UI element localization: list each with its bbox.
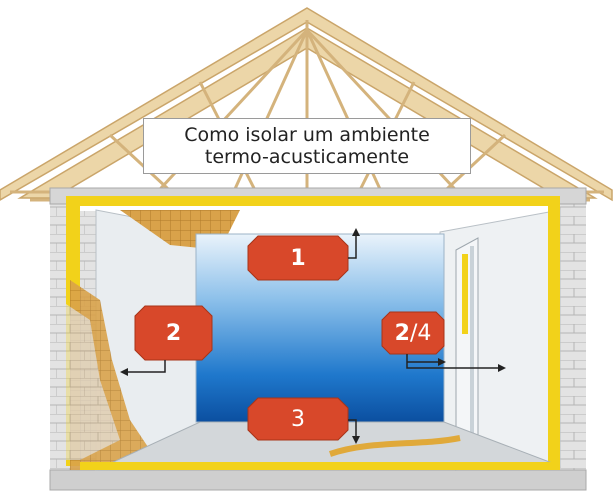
marker-label-ceiling: 1 bbox=[290, 245, 306, 271]
right-brick-wall bbox=[560, 188, 586, 478]
arrow-right-icon bbox=[406, 354, 500, 369]
badge-floor bbox=[247, 397, 360, 444]
arrow-left-icon bbox=[124, 360, 166, 373]
badge-partition bbox=[381, 311, 506, 372]
marker-label-floor: 3 bbox=[291, 406, 305, 432]
arrow-up-icon bbox=[348, 232, 357, 259]
right-wall-insulation bbox=[548, 206, 560, 468]
floor-insulation bbox=[80, 462, 560, 470]
arrow-down-icon bbox=[348, 419, 357, 440]
title-line-1: Como isolar um ambiente bbox=[184, 124, 430, 146]
title-line-2: termo-acusticamente bbox=[204, 146, 410, 168]
badge-ceiling bbox=[247, 228, 360, 281]
title-box: Como isolar um ambiente termo-acusticame… bbox=[143, 118, 471, 174]
badge-left-wall bbox=[120, 305, 213, 376]
marker-label-left-wall: 2 bbox=[165, 320, 182, 346]
marker-label-partition: 2/4 bbox=[394, 320, 432, 346]
